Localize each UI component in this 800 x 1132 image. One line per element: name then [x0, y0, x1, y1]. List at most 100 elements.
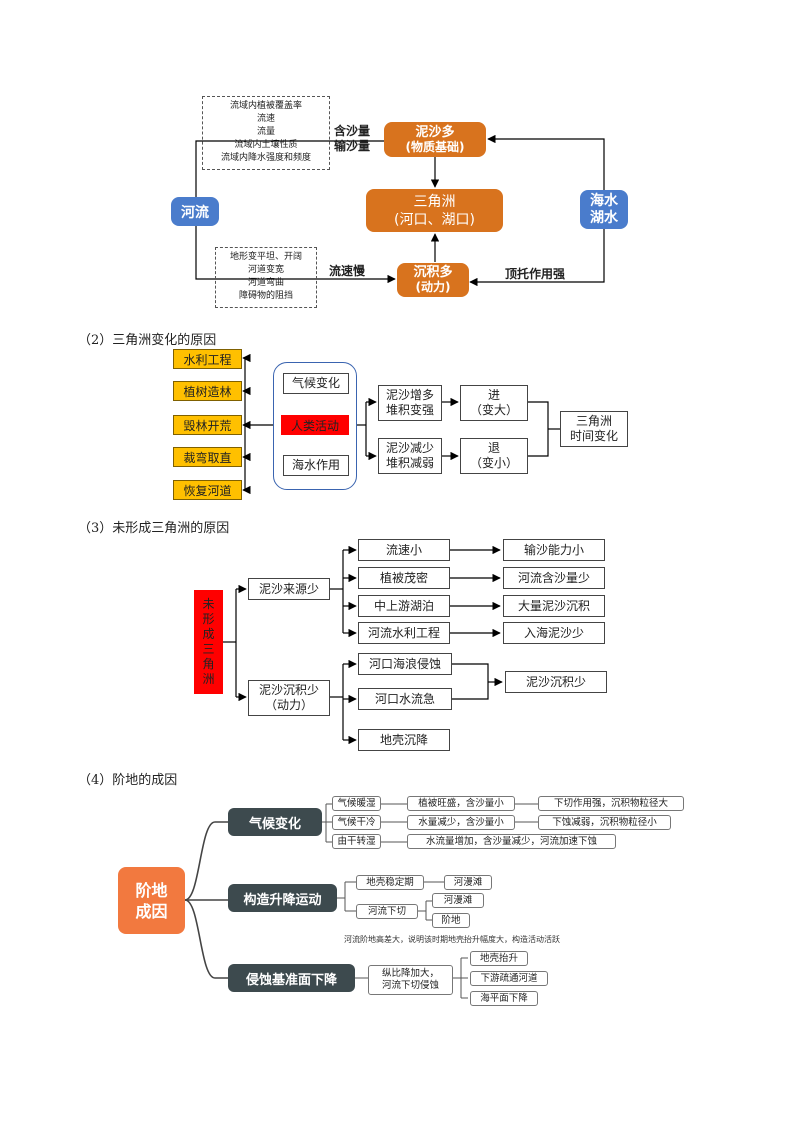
terrace-root-line: 阶地 [135, 880, 168, 900]
section3-title: （3）未形成三角洲的原因 [78, 521, 230, 536]
sediment-less-line: 泥沙减少 [385, 441, 434, 455]
upper-factor: 流速 [256, 114, 275, 124]
advance-line: （变大） [469, 403, 518, 417]
terrace-root: 阶地 成因 [118, 867, 185, 934]
upper-factor: 流域内土壤性质 [234, 140, 298, 150]
section4-title: （4）阶地的成因 [78, 773, 178, 788]
climate-cond: 气候干冷 [332, 815, 381, 830]
upper-factor: 流域内植被覆盖率 [229, 101, 302, 111]
base-item: 海平面下降 [470, 991, 538, 1006]
cause-human: 人类活动 [281, 415, 349, 435]
lower-factors-box: 地形变平坦、开阔 河道变宽 河道弯曲 障碍物的阻挡 [215, 247, 317, 308]
advance-box: 进 （变大） [460, 385, 528, 421]
deposit-cause: 地壳沉降 [358, 729, 450, 751]
support-label: 顶托作用强 [505, 267, 566, 281]
climate-cond: 气候暖湿 [332, 796, 381, 811]
base-item: 下游疏通河道 [470, 971, 548, 986]
base-level-node: 侵蚀基准面下降 [228, 964, 355, 992]
base-cause-line: 河流下切侵蚀 [381, 980, 439, 991]
sea-box-line: 海水 [590, 192, 618, 209]
climate-node: 气候变化 [228, 808, 322, 836]
human-item: 裁弯取直 [173, 447, 242, 467]
human-item: 水利工程 [173, 349, 242, 369]
delta-box-line: (河口、湖口) [394, 211, 475, 228]
terrace-note: 河流阶地高差大，说明该时期地壳抬升幅度大，构造活动活跃 [344, 935, 560, 944]
upper-factor: 流量 [256, 127, 275, 137]
sediment-more-box: 泥沙增多 堆积变强 [378, 385, 442, 421]
sediment-less-box: 泥沙减少 堆积减弱 [378, 438, 442, 474]
terrace: 阶地 [432, 913, 470, 928]
slow-flow-label: 流速慢 [329, 264, 366, 278]
lower-factor: 河道变宽 [247, 265, 284, 275]
sediment-more-line: 堆积变强 [385, 403, 434, 417]
deposit-box-line: 沉积多 [413, 265, 453, 280]
deposit-cause: 河口水流急 [358, 688, 452, 710]
lower-factor: 河道弯曲 [247, 278, 284, 288]
lower-factor: 障碍物的阻挡 [238, 291, 293, 301]
sea-lake-box: 海水 湖水 [580, 190, 628, 229]
source-cause: 中上游湖泊 [358, 595, 450, 617]
base-item: 地壳抬升 [470, 951, 528, 966]
advance-line: 进 [487, 388, 500, 402]
sediment-box-line: (物质基础) [405, 139, 465, 154]
branch-source: 泥沙来源少 [248, 578, 330, 600]
river-incision: 河流下切 [356, 904, 418, 919]
tectonic-node: 构造升降运动 [228, 884, 337, 912]
branch-deposit-line: 泥沙沉积少 [258, 683, 319, 697]
floodplain-2: 河漫滩 [432, 893, 484, 908]
result-line: 三角洲 [575, 414, 612, 428]
source-cause: 流速小 [358, 539, 450, 561]
sediment-more-line: 泥沙增多 [385, 388, 434, 402]
climate-cond: 由干转湿 [332, 834, 381, 849]
source-result: 河流含沙量少 [503, 567, 605, 589]
result-line: 时间变化 [569, 429, 618, 443]
sediment-label: 含沙量 输沙量 [334, 124, 370, 154]
climate-result: 下蚀减弱，沉积物粒径小 [538, 815, 671, 830]
deposit-box: 沉积多 (动力) [397, 263, 469, 297]
upper-factor: 流域内降水强度和频度 [220, 153, 311, 163]
source-result: 大量泥沙沉积 [503, 595, 605, 617]
delta-box: 三角洲 (河口、湖口) [366, 189, 503, 232]
delta-box-line: 三角洲 [413, 193, 456, 210]
retreat-line: （变小） [469, 456, 518, 470]
climate-effect: 水量减少，含沙量小 [407, 815, 515, 830]
branch-deposit: 泥沙沉积少 （动力） [248, 680, 330, 716]
deposit-box-line: (动力) [415, 280, 451, 294]
cause-sea: 海水作用 [283, 455, 349, 476]
human-item: 植树造林 [173, 381, 242, 401]
cause-climate: 气候变化 [283, 373, 349, 394]
section2-title: （2）三角洲变化的原因 [78, 333, 217, 348]
climate-result: 下切作用强，沉积物粒径大 [538, 796, 684, 811]
sediment-label-line: 输沙量 [334, 139, 371, 153]
deposit-result: 泥沙沉积少 [505, 671, 607, 693]
base-cause: 纵比降加大， 河流下切侵蚀 [368, 965, 453, 995]
root-no-delta: 未形成三角洲 [194, 590, 223, 694]
climate-effect: 水流量增加，含沙量减少，河流加速下蚀 [407, 834, 616, 849]
climate-effect: 植被旺盛，含沙量小 [407, 796, 515, 811]
result-box: 三角洲 时间变化 [560, 411, 628, 447]
source-cause: 河流水利工程 [358, 622, 450, 644]
upper-factors-box: 流域内植被覆盖率 流速 流量 流域内土壤性质 流域内降水强度和频度 [202, 96, 330, 170]
sea-box-line: 湖水 [590, 209, 618, 226]
source-result: 入海泥沙少 [503, 622, 605, 644]
terrace-root-line: 成因 [135, 901, 168, 921]
retreat-line: 退 [487, 441, 500, 455]
branch-deposit-line: （动力） [264, 698, 313, 712]
base-cause-line: 纵比降加大， [381, 968, 439, 979]
human-item: 毁林开荒 [173, 415, 242, 435]
deposit-cause: 河口海浪侵蚀 [358, 653, 452, 675]
source-result: 输沙能力小 [503, 539, 605, 561]
tectonic-stable: 地壳稳定期 [356, 875, 424, 890]
human-item: 恢复河道 [173, 480, 242, 500]
retreat-box: 退 （变小） [460, 438, 528, 474]
sediment-box: 泥沙多 (物质基础) [384, 122, 486, 157]
sediment-less-line: 堆积减弱 [385, 456, 434, 470]
causes-group [273, 362, 357, 490]
source-cause: 植被茂密 [358, 567, 450, 589]
floodplain: 河漫滩 [444, 875, 492, 890]
lower-factor: 地形变平坦、开阔 [229, 252, 302, 262]
sediment-label-line: 含沙量 [334, 124, 371, 138]
river-box: 河流 [171, 197, 219, 226]
